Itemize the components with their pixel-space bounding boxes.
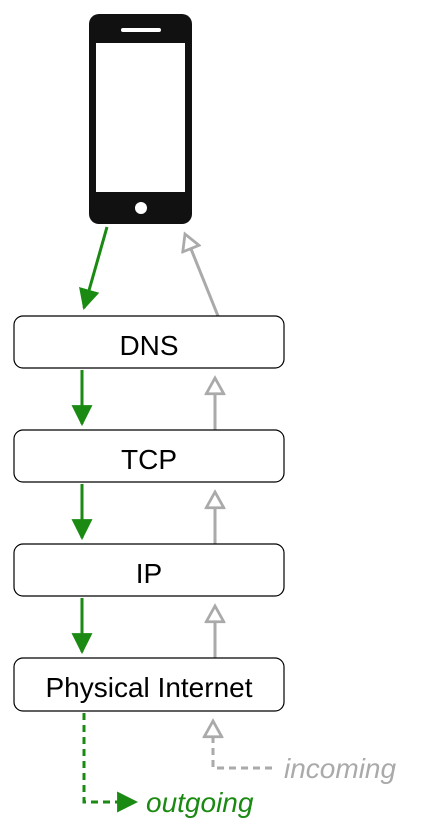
layer-physical-internet: Physical Internet: [13, 657, 285, 712]
layer-dns: DNS: [13, 315, 285, 369]
layer-tcp: TCP: [13, 429, 285, 483]
outgoing-dashed-arrow: [82, 713, 139, 813]
incoming-label: incoming: [284, 753, 396, 784]
layer-tcp-label: TCP: [121, 444, 177, 475]
incoming-arrow-dns-to-phone: [185, 234, 220, 317]
layer-physical-internet-label: Physical Internet: [46, 672, 253, 703]
layer-ip: IP: [13, 543, 285, 597]
outgoing-arrow-phone-to-dns: [79, 226, 109, 311]
smartphone-icon: [89, 14, 192, 224]
incoming-dashed-arrow: [213, 721, 272, 770]
layer-dns-label: DNS: [119, 330, 178, 361]
outgoing-label: outgoing: [146, 787, 254, 818]
layer-ip-label: IP: [136, 558, 162, 589]
